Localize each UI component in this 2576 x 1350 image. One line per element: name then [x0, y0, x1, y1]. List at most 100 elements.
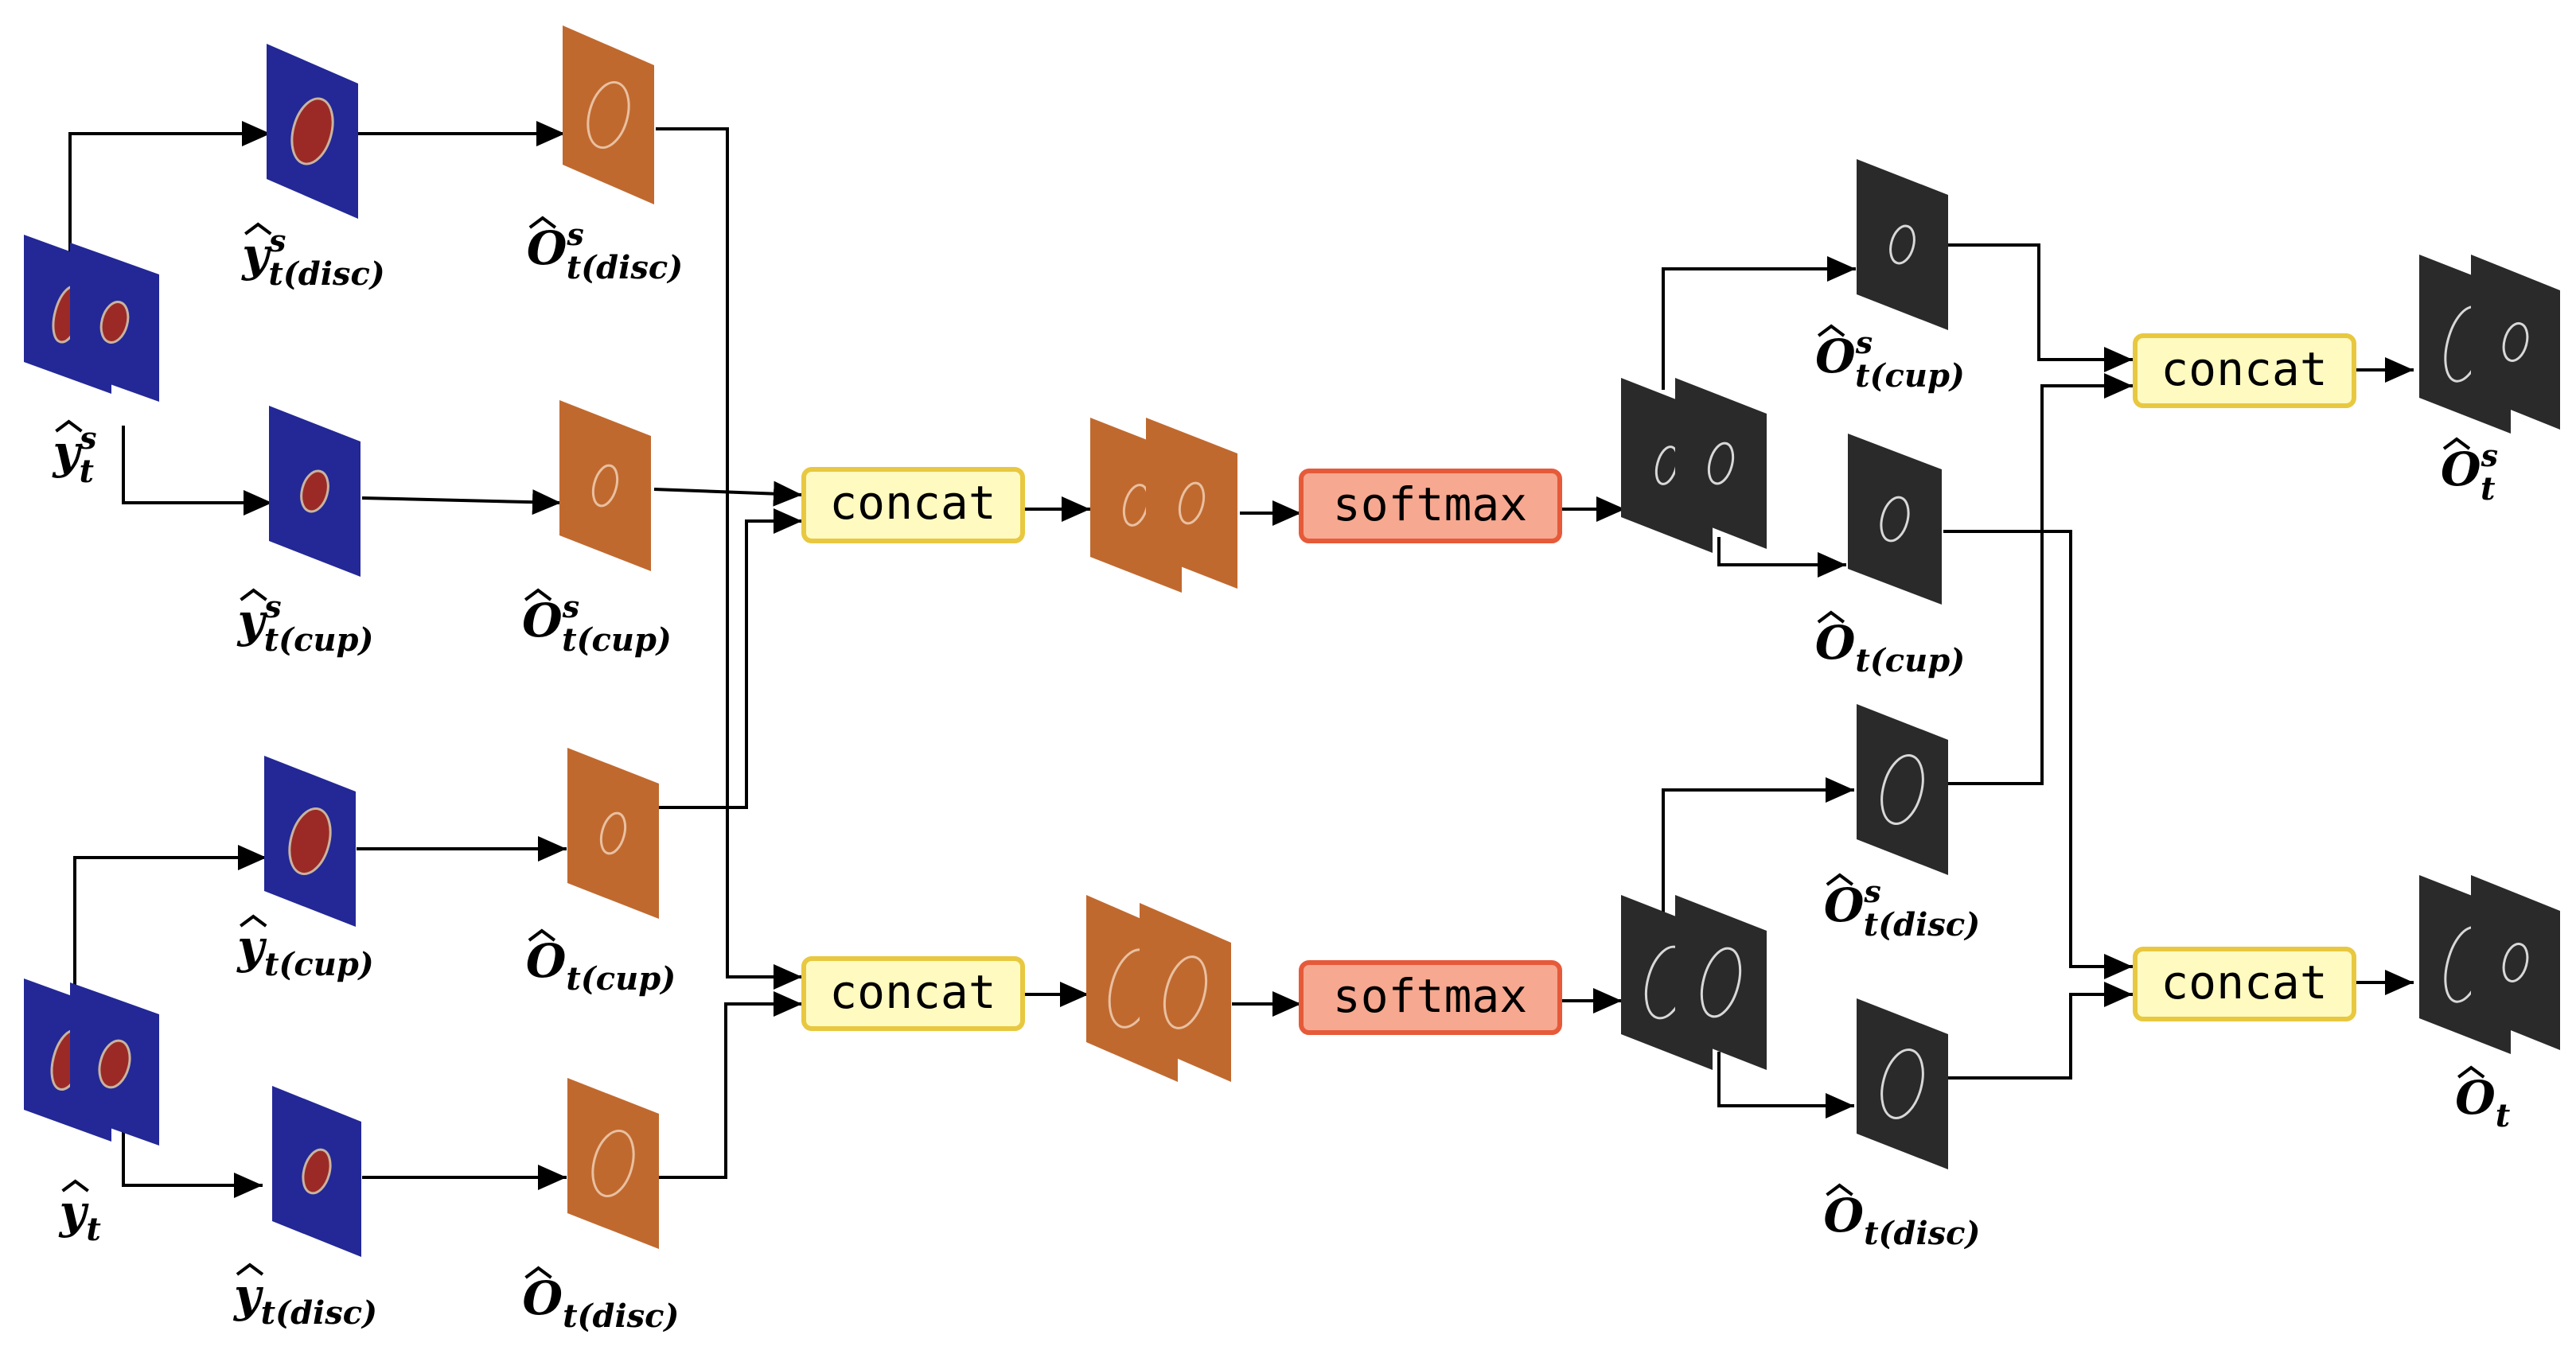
label-sub: t(disc) [261, 1294, 377, 1332]
svg-text:Ot(disc): Ot(disc) [523, 1271, 680, 1335]
label-sub: t [2496, 1097, 2511, 1134]
label-base: y [236, 593, 268, 648]
label-base: O [2441, 442, 2481, 496]
svg-text:Ost: Ost [2441, 438, 2498, 508]
label-base: O [1824, 878, 1865, 932]
stack-dark-bottom-front [1675, 895, 1767, 1070]
label-base: y [240, 228, 272, 282]
arrow-dark-top-to-ocup [1717, 537, 1846, 578]
concat-box-right-top-label: concat [2161, 342, 2328, 396]
softmax-box-top: softmax [1299, 469, 1562, 543]
label-sup: s [1855, 325, 1873, 360]
label-base: O [522, 593, 563, 648]
input-stack-front [70, 982, 159, 1146]
label-sub: t(disc) [567, 249, 683, 286]
map-tiles [24, 25, 2560, 1257]
map-r-o-disc-s [1857, 704, 1948, 875]
label-base: O [1815, 329, 1856, 383]
svg-text:Ot(cup): Ot(cup) [1815, 616, 1965, 679]
hat-icon [1826, 1183, 1853, 1196]
map-y-disc [272, 1086, 361, 1257]
label-sub: t [2481, 470, 2496, 508]
concat-box-left-bottom-label: concat [829, 965, 996, 1019]
svg-text:Ot(cup): Ot(cup) [526, 934, 676, 998]
input-stack-s-front [70, 243, 159, 402]
arrow-dark-bottom-to-odisc-s [1662, 777, 1854, 913]
label-sub: t(disc) [563, 1297, 679, 1335]
map-o-cup-s [559, 400, 651, 571]
svg-text:Ot(disc): Ot(disc) [1824, 1189, 1981, 1252]
label-base: y [236, 920, 267, 974]
concat-box-left-top-label: concat [829, 476, 996, 530]
svg-text:Ost(disc): Ost(disc) [1824, 873, 1980, 943]
hat-icon [528, 216, 557, 229]
label-sup: s [79, 420, 96, 456]
label-base: y [232, 1268, 264, 1322]
hat-icon [524, 588, 552, 601]
connectors [68, 121, 2414, 1198]
hat-icon [2457, 1065, 2485, 1079]
arrow-r-odisc-to-concat-bottom [1948, 982, 2133, 1080]
label-sup: s [268, 223, 286, 259]
label-sub: t(disc) [1864, 1215, 1980, 1252]
svg-text:Ost(cup): Ost(cup) [1815, 325, 1965, 395]
map-o-disc-s [563, 25, 654, 204]
arrow-dark-top-to-ocup-s [1662, 256, 1856, 390]
label-r-o-t-cup: Ot(cup) [1815, 610, 1965, 679]
hat-icon [2442, 437, 2471, 450]
label-sub: t(cup) [264, 621, 374, 659]
label-base: O [1815, 616, 1856, 670]
concat-box-right-bottom-label: concat [2161, 955, 2328, 1010]
label-sup: s [1863, 873, 1880, 909]
label-sup: s [263, 589, 281, 624]
label-base: O [526, 934, 567, 988]
map-r-o-disc [1857, 998, 1948, 1169]
arrow-ycup-s-to-ocup-s [361, 489, 562, 515]
label-sub: t(cup) [264, 946, 374, 983]
label-y-t: yt [58, 1179, 102, 1248]
arrow-input-to-cup [73, 845, 267, 1004]
svg-text:yt(disc): yt(disc) [232, 1268, 377, 1332]
arrow-r-ocup-s-to-concat-top [1948, 243, 2133, 372]
svg-text:Ost(disc): Ost(disc) [527, 216, 683, 286]
label-y-t-cup: yt(cup) [236, 914, 374, 983]
stack-orange-bottom-front [1140, 903, 1231, 1082]
label-o-t-disc: Ot(disc) [523, 1266, 680, 1335]
concat-box-right-top: concat [2133, 333, 2356, 408]
arrow-r-ocup-to-concat-bottom [1943, 530, 2133, 979]
svg-text:Ost(cup): Ost(cup) [522, 589, 672, 659]
label-base: y [51, 425, 83, 479]
label-sup: s [566, 216, 583, 252]
hat-icon [1826, 873, 1854, 886]
softmax-box-bottom-label: softmax [1333, 969, 1527, 1023]
arrow-r-odisc-s-to-concat-top [1948, 373, 2133, 785]
arrow-dark-bottom-to-odisc [1717, 1052, 1854, 1119]
arrow-input-to-disc [122, 1130, 263, 1198]
label-sub: t(disc) [268, 255, 384, 293]
label-r-o-t-disc: Ot(disc) [1824, 1183, 1981, 1252]
map-o-disc [567, 1078, 659, 1249]
hat-icon [240, 588, 267, 601]
label-sub: t(disc) [1864, 906, 1980, 943]
hat-icon [1817, 324, 1845, 337]
concat-box-right-bottom: concat [2133, 947, 2356, 1021]
label-o-t: Ot [2455, 1065, 2511, 1134]
hat-icon [524, 1266, 552, 1279]
svg-text:yt: yt [58, 1185, 102, 1248]
arrow-input-s-to-cup [122, 426, 272, 515]
map-y-cup-s [269, 406, 360, 577]
hat-icon [55, 419, 83, 433]
label-sup: s [562, 589, 579, 624]
map-y-disc-s [267, 44, 358, 219]
label-sub: t [80, 453, 95, 490]
label-sub: t(cup) [1855, 357, 1965, 395]
label-sub: t [86, 1211, 101, 1248]
svg-text:yst(cup): yst(cup) [236, 589, 374, 659]
hat-icon [61, 1179, 89, 1192]
